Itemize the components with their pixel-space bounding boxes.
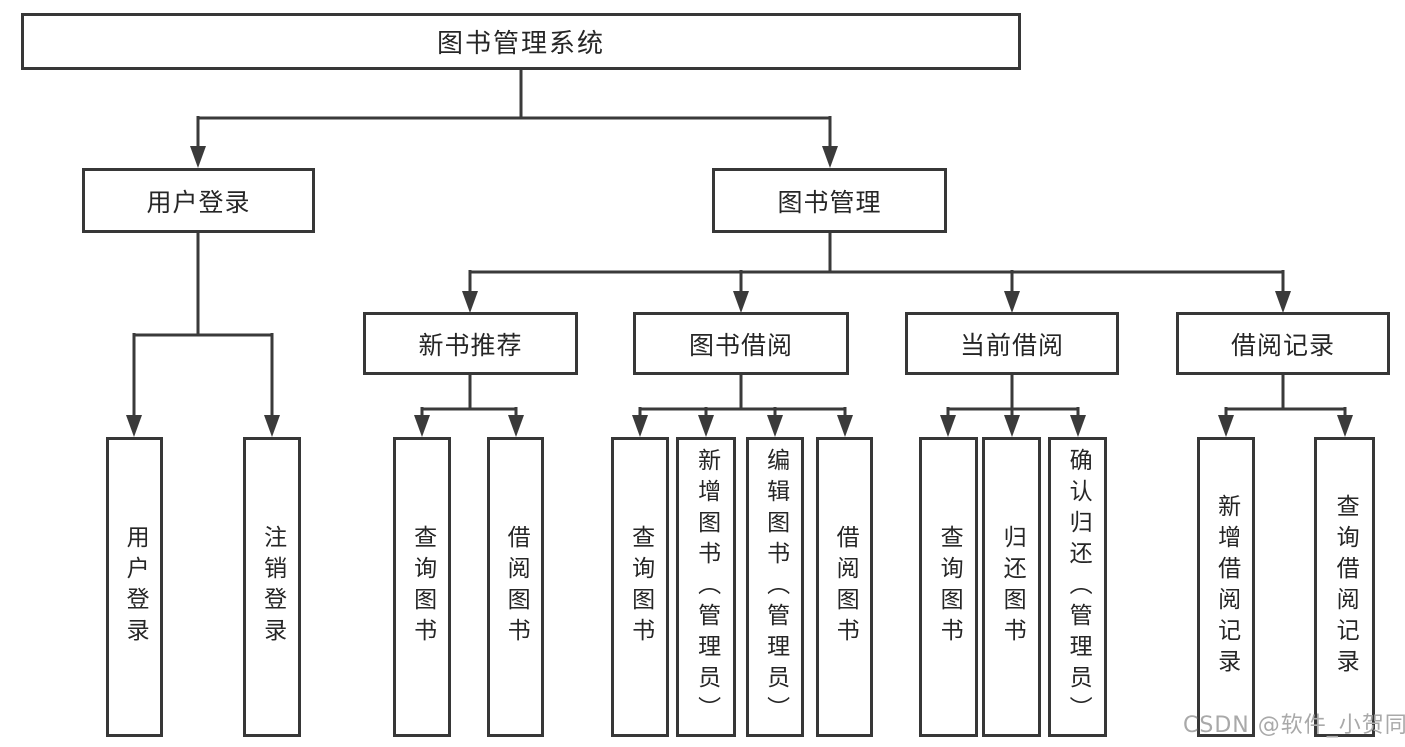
node-label: 查询图书 (936, 525, 963, 649)
node-user-login: 用户登录 (82, 168, 315, 233)
leaf-query-books-borrowing: 查询图书 (611, 437, 669, 737)
node-label: 当前借阅 (959, 330, 1064, 360)
leaf-edit-book-admin: 编辑图书（管理员） (746, 437, 804, 737)
node-label: 查询借阅记录 (1332, 494, 1359, 680)
leaf-borrow-books-recommend: 借阅图书 (487, 437, 544, 737)
connector-borrowing-records-to-leaves (1218, 375, 1353, 437)
node-label: 归还图书 (999, 525, 1026, 649)
connector-book-borrowing-to-leaves (632, 375, 853, 437)
connector-root-to-level2 (190, 70, 838, 168)
node-book-management: 图书管理 (712, 168, 947, 233)
node-label: 图书管理系统 (436, 29, 605, 59)
node-library-management-system: 图书管理系统 (21, 13, 1021, 70)
watermark: CSDN @软件_小贺同学 (1183, 713, 1405, 738)
node-label: 新增图书（管理员） (693, 447, 720, 727)
leaf-borrow-books-borrowing: 借阅图书 (816, 437, 873, 737)
leaf-add-borrow-record: 新增借阅记录 (1197, 437, 1255, 737)
node-label: 编辑图书（管理员） (762, 447, 789, 727)
connector-current-borrowing-to-leaves (940, 375, 1086, 437)
connector-book-management-to-level3 (462, 232, 1291, 313)
leaf-query-borrow-record: 查询借阅记录 (1314, 437, 1375, 737)
node-label: 图书管理 (777, 187, 882, 217)
node-label: 用户登录 (146, 187, 251, 217)
leaf-logout: 注销登录 (243, 437, 301, 737)
node-label: 查询图书 (409, 525, 436, 649)
node-label: 新书推荐 (418, 330, 523, 360)
node-label: 查询图书 (627, 525, 654, 649)
node-book-borrowing: 图书借阅 (633, 312, 849, 375)
connector-new-book-recommendation-to-leaves (414, 375, 524, 437)
leaf-query-books-recommend: 查询图书 (393, 437, 451, 737)
leaf-query-books-current: 查询图书 (919, 437, 978, 737)
node-borrowing-records: 借阅记录 (1176, 312, 1390, 375)
node-label: 借阅图书 (503, 525, 530, 649)
node-new-book-recommendation: 新书推荐 (363, 312, 578, 375)
node-current-borrowing: 当前借阅 (905, 312, 1119, 375)
leaf-user-login: 用户登录 (106, 437, 163, 737)
node-label: 借阅记录 (1230, 330, 1335, 360)
node-label: 确认归还（管理员） (1065, 447, 1092, 727)
node-label: 用户登录 (122, 525, 149, 649)
leaf-confirm-return-admin: 确认归还（管理员） (1048, 437, 1107, 737)
node-label: 新增借阅记录 (1213, 494, 1240, 680)
node-label: 借阅图书 (832, 525, 859, 649)
connector-user-login-to-leaves (126, 232, 280, 437)
leaf-return-books: 归还图书 (982, 437, 1041, 737)
node-label: 注销登录 (259, 525, 286, 649)
node-label: 图书借阅 (688, 330, 793, 360)
leaf-add-book-admin: 新增图书（管理员） (676, 437, 736, 737)
